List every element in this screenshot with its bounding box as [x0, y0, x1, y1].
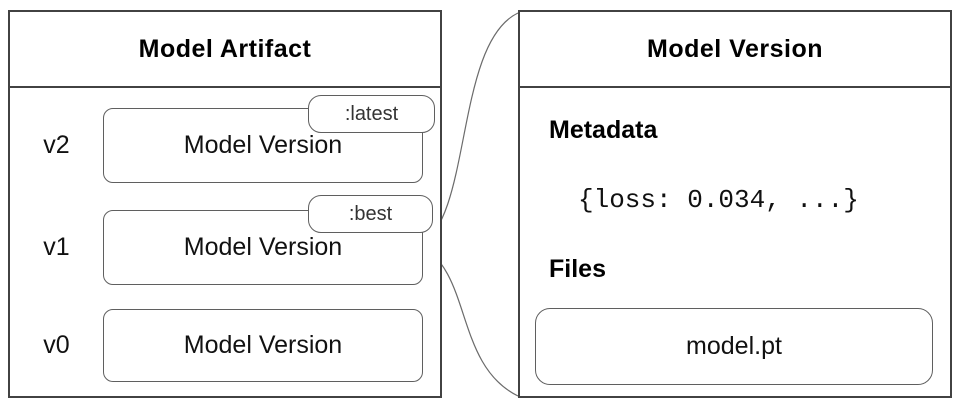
- tag-badge-latest: :latest: [308, 95, 435, 133]
- file-box: model.pt: [535, 308, 933, 385]
- model-version-panel: Model Version Metadata {loss: 0.034, ...…: [518, 10, 952, 398]
- model-version-box-v0: Model Version: [103, 309, 423, 382]
- model-version-box-v1-label: Model Version: [183, 233, 343, 261]
- model-version-header: Model Version: [520, 12, 950, 88]
- model-artifact-body: v2 Model Version :latest v1 Model Versio…: [10, 88, 440, 398]
- version-label-v0: v0: [43, 331, 70, 359]
- tag-badge-latest-label: :latest: [344, 102, 399, 125]
- version-label-v1: v1: [43, 233, 70, 261]
- model-artifact-title: Model Artifact: [138, 34, 312, 63]
- model-artifact-header: Model Artifact: [10, 12, 440, 88]
- model-version-box-v2-label: Model Version: [183, 131, 343, 159]
- metadata-heading: Metadata: [549, 116, 658, 144]
- model-artifact-panel: Model Artifact v2 Model Version :latest …: [8, 10, 442, 398]
- tag-badge-best: :best: [308, 195, 433, 233]
- files-heading: Files: [549, 255, 606, 283]
- version-label-v2: v2: [43, 131, 70, 159]
- model-version-box-v0-label: Model Version: [183, 331, 343, 359]
- model-version-title: Model Version: [647, 34, 823, 63]
- model-version-body: Metadata {loss: 0.034, ...} Files model.…: [520, 88, 950, 398]
- tag-badge-best-label: :best: [348, 202, 393, 225]
- file-name: model.pt: [686, 332, 782, 360]
- metadata-value: {loss: 0.034, ...}: [578, 185, 859, 215]
